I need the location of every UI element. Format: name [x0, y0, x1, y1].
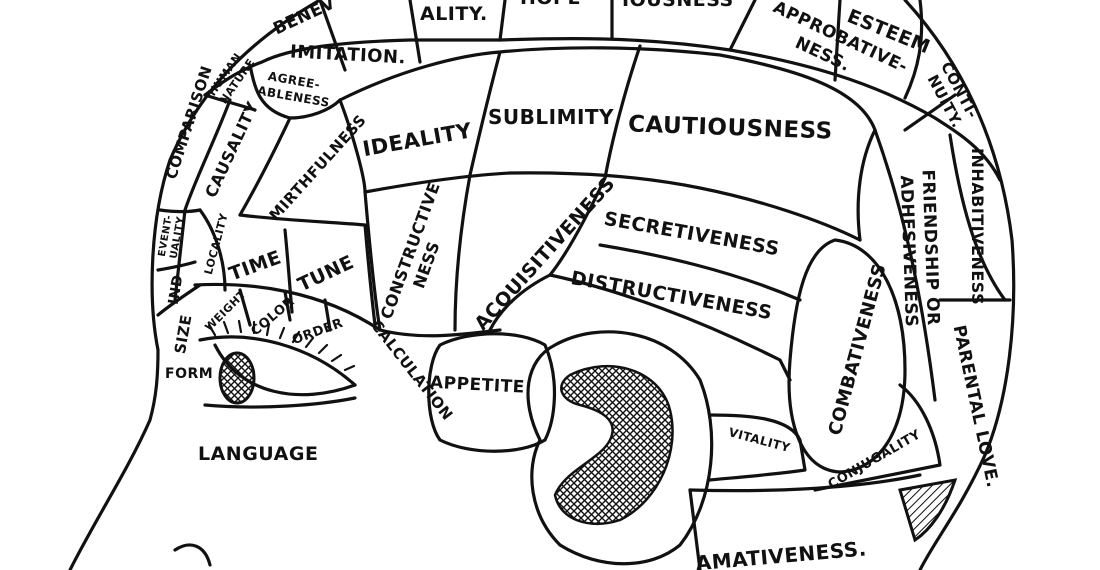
label-friendship: FRIENDSHIP OR ADHESIVENESS — [896, 169, 943, 327]
top-divider-7 — [903, 0, 924, 100]
locality-box — [198, 208, 227, 292]
top-divider-3 — [498, 0, 507, 42]
label-veneration: ALITY. — [420, 3, 488, 25]
color-divider — [283, 290, 292, 322]
label-conscientiousness: IOUSNESS — [622, 0, 734, 11]
top-band-lower — [260, 36, 1002, 182]
label-tune: TUNE — [294, 251, 357, 296]
eyelashes — [207, 319, 356, 372]
neck-line — [688, 488, 702, 570]
label-size: SIZE — [171, 313, 196, 355]
label-continuity: CONTI- NUITY. — [924, 59, 982, 131]
mirth-right — [338, 98, 367, 194]
conjugality-box — [813, 383, 942, 492]
secretive-bottom — [598, 243, 802, 302]
weight-divider — [238, 288, 252, 327]
label-order: ORDER — [290, 316, 345, 348]
label-amativeness: AMATIVENESS. — [695, 536, 868, 570]
top-divider-6 — [833, 0, 842, 82]
label-language: LANGUAGE — [198, 443, 318, 465]
causality-line — [173, 98, 232, 302]
under-eye — [203, 396, 357, 409]
cautious-right — [856, 128, 877, 242]
head-outline — [68, 0, 322, 570]
friendship-inner — [873, 128, 937, 402]
nose-hint — [173, 543, 212, 567]
label-inhabitiveness: INHABITIVENESS — [968, 148, 987, 305]
label-form: FORM — [165, 366, 213, 382]
vitality-box — [708, 413, 807, 482]
label-constructiveness: CONSTRUCTIVE NESS — [377, 179, 444, 321]
label-comparison: COMPARISON — [162, 63, 216, 181]
label-approbativeness: APPROBATIVE- NESS. — [770, 0, 911, 77]
eventuality-box — [158, 208, 202, 214]
label-agreeableness: AGREE- ABLENESS. — [256, 69, 336, 111]
ideality-divider — [468, 50, 502, 177]
label-combativeness: COMBATIVENESS — [825, 261, 891, 437]
label-individuality: IND — [166, 274, 187, 306]
order-divider — [323, 298, 332, 332]
top-divider-2 — [408, 0, 422, 64]
label-calculation: CALCULATION — [367, 317, 456, 424]
combativeness-outline — [787, 238, 907, 474]
sublimity-divider — [603, 44, 642, 180]
label-cautiousness: CAUTIOUSNESS — [628, 111, 834, 144]
label-mirthfulness: MIRTHFULNESS — [266, 111, 370, 224]
human-nature-box — [203, 60, 264, 97]
tune-right — [363, 223, 377, 327]
head-outline-back — [903, 0, 1016, 570]
label-acquisitiveness: ACQUISITIVENESS — [470, 173, 619, 335]
size-line — [156, 283, 202, 317]
amativeness-top — [688, 473, 922, 493]
inhabit-divider — [948, 133, 1007, 302]
hatched-corner — [898, 478, 958, 543]
upper-arch — [338, 46, 877, 132]
time-top — [238, 213, 367, 227]
label-time: TIME — [226, 246, 284, 285]
construct-right — [453, 173, 472, 332]
label-sublimity: SUBLIMITY — [488, 105, 614, 129]
label-eventuality: EVENT- UALITY — [157, 214, 187, 260]
top-divider-8 — [903, 93, 957, 132]
brow-line — [193, 282, 502, 338]
label-vitality: VITALITY — [727, 425, 792, 455]
top-divider-5 — [728, 0, 757, 52]
ear-inner — [553, 365, 674, 525]
eyebrow — [198, 335, 357, 387]
top-divider-1 — [318, 0, 347, 72]
distructive-bottom — [548, 273, 792, 382]
label-distructiveness: DISTRUCTIVENESS — [569, 267, 774, 324]
arch-bottom — [363, 171, 862, 242]
eye-iris — [218, 351, 256, 405]
construct-left — [363, 190, 382, 332]
tune-left — [283, 228, 294, 314]
label-appetite: APPETITE — [429, 373, 525, 398]
mirth-line — [238, 116, 292, 217]
ind-line — [156, 260, 197, 272]
label-hope: HOPE — [520, 0, 581, 9]
label-secretiveness: SECRETIVENESS — [602, 208, 781, 261]
label-imitation: IMITATION. — [290, 41, 407, 68]
svg-text:ADHESIVENESS: ADHESIVENESS — [896, 175, 921, 328]
appetite-outline — [427, 332, 557, 453]
ear-outer — [526, 330, 714, 566]
label-parental-love: PARENTAL LOVE. — [949, 323, 1003, 489]
label-ideality: IDEALITY — [361, 118, 474, 161]
